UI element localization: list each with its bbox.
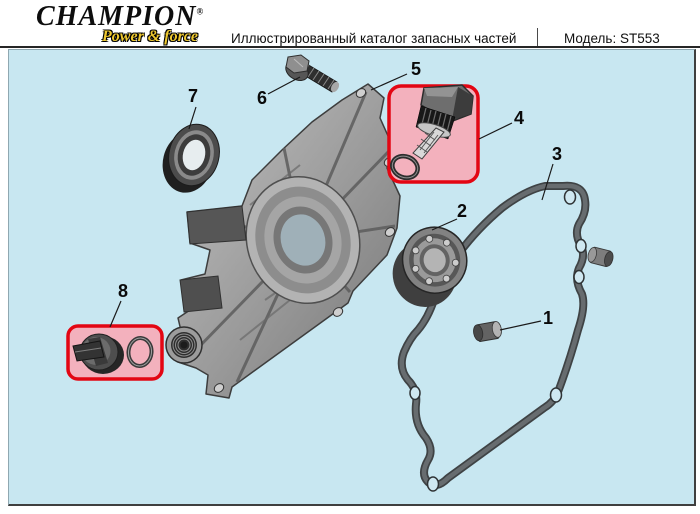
registered-mark: ® <box>196 6 204 17</box>
callout-7: 7 <box>187 86 199 106</box>
callout-6: 6 <box>256 88 268 108</box>
callout-3: 3 <box>551 144 563 164</box>
callout-5: 5 <box>410 59 422 79</box>
header-divider <box>537 28 538 47</box>
header-rule <box>0 46 700 48</box>
callout-8: 8 <box>117 281 129 301</box>
model-label: Модель: ST553 <box>564 31 660 46</box>
callout-2: 2 <box>456 201 468 221</box>
brand-tagline: Power & force <box>102 28 198 46</box>
diagram-panel <box>8 49 696 506</box>
callout-1: 1 <box>542 308 554 328</box>
brand-wordmark: CHAMPION® <box>36 1 204 32</box>
callout-4: 4 <box>513 108 525 128</box>
brand-logo: CHAMPION® Power & force <box>36 1 204 46</box>
brand-text: CHAMPION <box>36 1 197 32</box>
page-title: Иллюстрированный каталог запасных частей <box>231 31 517 46</box>
